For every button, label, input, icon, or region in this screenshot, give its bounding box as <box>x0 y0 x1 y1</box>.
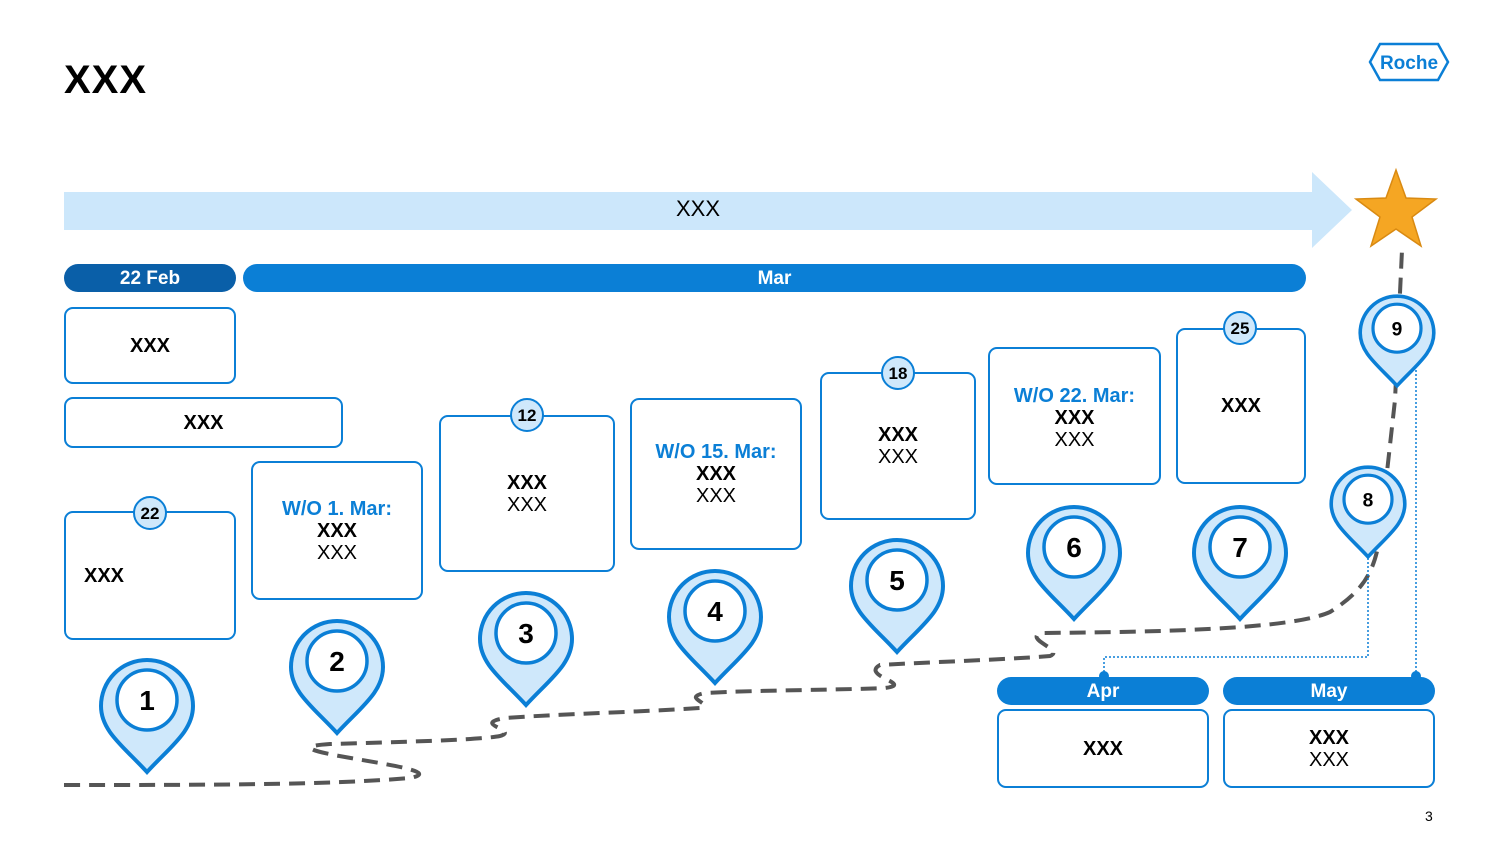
star-icon <box>1353 167 1439 248</box>
date-badge: 25 <box>1223 311 1257 345</box>
date-badge: 22 <box>133 496 167 530</box>
month-pill-may: May <box>1223 677 1435 705</box>
month-pill-mar: Mar <box>243 264 1306 292</box>
date-badge: 18 <box>881 356 915 390</box>
week-of-label: W/O 22. Mar: <box>1013 385 1136 407</box>
map-pin-icon: 9 <box>1358 294 1436 388</box>
connector-apr <box>1103 520 1369 676</box>
map-pin-icon: 6 <box>1026 505 1122 621</box>
pin-number: 6 <box>1066 532 1082 563</box>
map-pin-icon: 5 <box>849 538 945 654</box>
box-text: XXX <box>316 519 358 542</box>
info-box: XXX <box>64 397 343 448</box>
pin-number: 2 <box>329 646 345 677</box>
winding-road <box>63 249 1404 787</box>
arrow-label: XXX <box>675 196 721 221</box>
box-text: XXX <box>1308 748 1350 771</box>
box-text: XXX <box>506 493 548 516</box>
box-text: XXX <box>877 424 919 446</box>
milestone-box-7: XXX <box>1176 328 1306 484</box>
box-text: XXX <box>1308 726 1350 749</box>
apr-box: XXX <box>997 709 1209 788</box>
pin-number: 9 <box>1392 319 1403 340</box>
map-pin-icon: 1 <box>99 658 195 774</box>
date-badge: 12 <box>510 398 544 432</box>
box-text: XXX <box>695 485 737 507</box>
box-text: XXX <box>1082 737 1124 760</box>
map-pin-icon: 2 <box>289 619 385 735</box>
page-title: XXX <box>64 58 148 102</box>
box-text: XXX <box>316 541 358 564</box>
month-pill-feb: 22 Feb <box>64 264 236 292</box>
may-box: XXX XXX <box>1223 709 1435 788</box>
box-text: XXX <box>129 334 171 357</box>
box-text: XXX <box>695 463 737 485</box>
pin-number: 3 <box>518 618 534 649</box>
logo-text: Roche <box>1380 53 1438 74</box>
map-pin-icon: 8 <box>1329 465 1407 559</box>
roche-logo: Roche <box>1368 42 1450 82</box>
page-number: 3 <box>1425 808 1433 824</box>
box-text: XXX <box>1220 395 1262 417</box>
map-pin-icon: 7 <box>1192 505 1288 621</box>
box-text: XXX <box>84 564 125 587</box>
map-pin-icon: 4 <box>667 569 763 685</box>
box-text: XXX <box>183 411 224 434</box>
week-of-label: W/O 1. Mar: <box>281 497 392 520</box>
pin-number: 8 <box>1363 490 1374 511</box>
pin-number: 4 <box>707 596 723 627</box>
milestone-box-4: W/O 15. Mar: XXX XXX <box>630 398 802 550</box>
milestone-box-3: XXX XXX <box>439 415 615 572</box>
box-text: XXX <box>1054 407 1095 429</box>
timeline-arrow <box>64 172 1352 248</box>
map-pin-icon: 3 <box>478 591 574 707</box>
week-of-label: W/O 15. Mar: <box>655 441 777 463</box>
pin-number: 7 <box>1232 532 1248 563</box>
milestone-box-6: W/O 22. Mar: XXX XXX <box>988 347 1161 485</box>
pin-number: 5 <box>889 565 905 596</box>
box-text: XXX <box>877 446 919 468</box>
month-pill-apr: Apr <box>997 677 1209 705</box>
box-text: XXX <box>1054 429 1095 451</box>
box-text: XXX <box>506 471 548 494</box>
pin-number: 1 <box>139 685 155 716</box>
info-box: XXX <box>64 307 236 384</box>
milestone-box-2: W/O 1. Mar: XXX XXX <box>251 461 423 600</box>
